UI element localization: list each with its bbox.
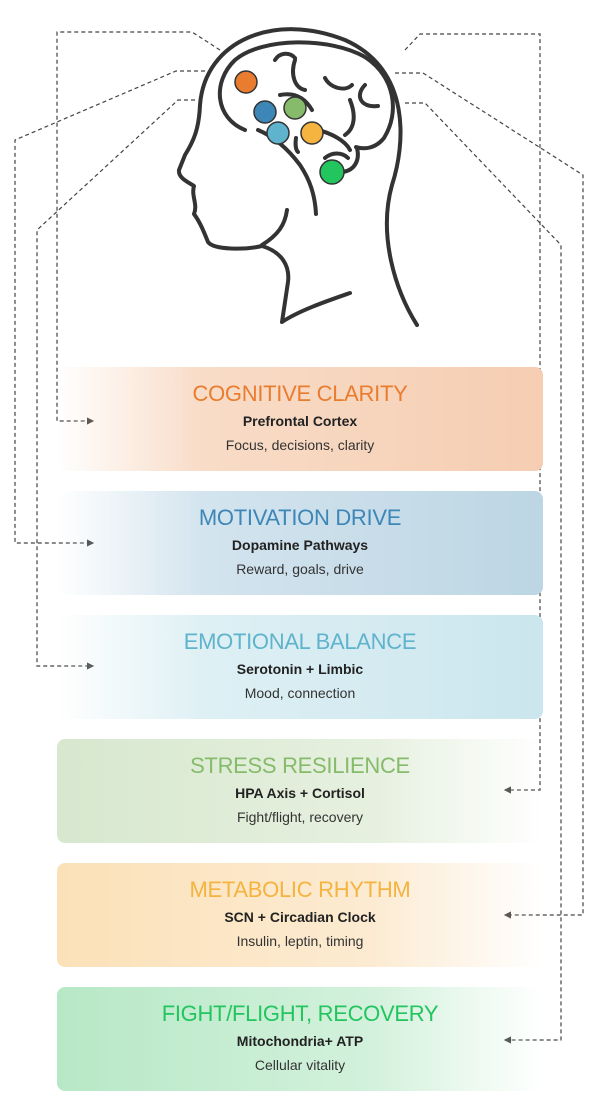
- card-subtitle: Prefrontal Cortex: [242, 413, 358, 429]
- card-subtitle: Serotonin + Limbic: [236, 661, 364, 677]
- card-subtitle: SCN + Circadian Clock: [224, 909, 376, 925]
- region-dot-motivation: [253, 100, 277, 124]
- region-dot-emotional: [266, 121, 290, 145]
- card-subtitle: HPA Axis + Cortisol: [235, 785, 365, 801]
- card-title: EMOTIONAL BALANCE: [183, 629, 417, 654]
- card-description: Reward, goals, drive: [236, 561, 364, 577]
- card-title: METABOLIC RHYTHM: [189, 877, 411, 902]
- card-description: Cellular vitality: [254, 1057, 346, 1073]
- card-title: COGNITIVE CLARITY: [192, 381, 408, 406]
- card-description: Focus, decisions, clarity: [225, 437, 375, 453]
- connector-cognitive: [56, 31, 221, 425]
- card-subtitle: Dopamine Pathways: [231, 537, 369, 553]
- card-subtitle: Mitochondria+ ATP: [236, 1033, 364, 1049]
- card-metabolic-rhythm: METABOLIC RHYTHM SCN + Circadian Clock I…: [57, 863, 543, 967]
- region-dot-cognitive: [234, 70, 258, 94]
- card-title: STRESS RESILIENCE: [190, 753, 410, 778]
- card-description: Fight/flight, recovery: [236, 809, 364, 825]
- card-title: MOTIVATION DRIVE: [198, 505, 402, 530]
- card-description: Mood, connection: [244, 685, 356, 701]
- connector-motivation: [14, 70, 205, 547]
- card-description: Insulin, leptin, timing: [236, 933, 364, 949]
- connector-metabolic: [395, 72, 584, 919]
- card-stress-resilience: STRESS RESILIENCE HPA Axis + Cortisol Fi…: [57, 739, 543, 843]
- card-emotional-balance: EMOTIONAL BALANCE Serotonin + Limbic Moo…: [57, 615, 543, 719]
- card-title: FIGHT/FLIGHT, RECOVERY: [161, 1001, 439, 1026]
- card-cognitive-clarity: COGNITIVE CLARITY Prefrontal Cortex Focu…: [57, 367, 543, 471]
- card-fight-flight-recovery: FIGHT/FLIGHT, RECOVERY Mitochondria+ ATP…: [57, 987, 543, 1091]
- head-brain-illustration: [176, 27, 419, 327]
- card-motivation-drive: MOTIVATION DRIVE Dopamine Pathways Rewar…: [57, 491, 543, 595]
- connector-stress: [404, 33, 541, 794]
- region-dot-stress: [283, 96, 307, 120]
- region-dot-metabolic: [300, 121, 324, 145]
- region-dot-fight: [319, 159, 345, 185]
